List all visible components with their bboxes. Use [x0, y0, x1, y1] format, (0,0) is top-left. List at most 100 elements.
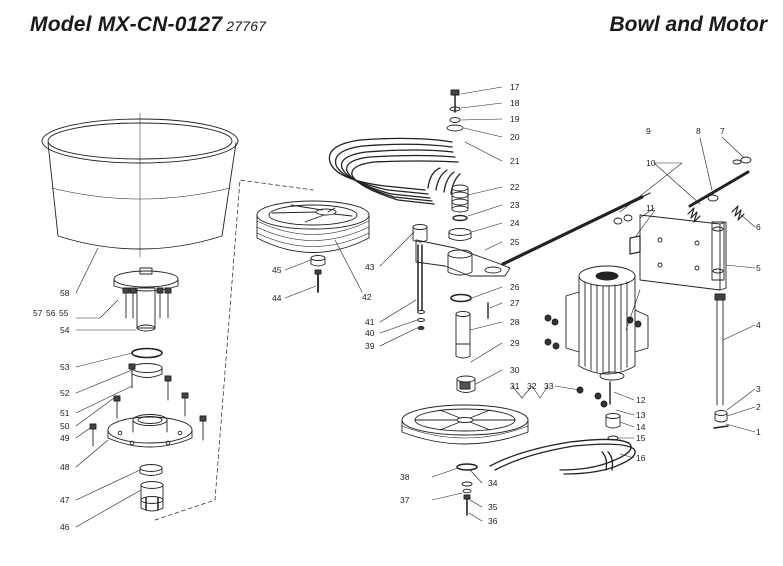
callout-7: 7 — [720, 126, 725, 136]
model-code: 27767 — [226, 18, 267, 34]
alignment-line — [154, 179, 314, 521]
callout-8: 8 — [696, 126, 701, 136]
mount-plate-11 — [629, 214, 727, 291]
callout-56: 56 — [46, 308, 56, 318]
callout-40: 40 — [365, 328, 375, 338]
bracket-5 — [711, 221, 725, 281]
callout-37: 37 — [400, 495, 410, 505]
model-name: Model MX-CN-0127 — [30, 13, 223, 36]
tension-arm-25 — [415, 239, 511, 277]
long-rod-10 — [501, 192, 651, 266]
bolts-upper — [89, 363, 207, 447]
washer-23 — [452, 214, 468, 222]
callout-41: 41 — [365, 317, 375, 327]
callout-1: 1 — [756, 427, 761, 437]
callout-29: 29 — [510, 338, 520, 348]
callout-2: 2 — [756, 402, 761, 412]
bearing-52 — [131, 363, 163, 378]
callout-53: 53 — [60, 362, 70, 372]
small-belt-16 — [489, 438, 636, 475]
callout-47: 47 — [60, 495, 70, 505]
callout-45: 45 — [272, 265, 282, 275]
pivot-post-43 — [412, 224, 428, 311]
callout-49: 49 — [60, 433, 70, 443]
callout-51: 51 — [60, 408, 70, 418]
drive-pulley-30 — [401, 404, 529, 445]
foot-1-3 — [713, 410, 729, 429]
callout-4: 4 — [756, 320, 761, 330]
collar-46 — [140, 481, 164, 512]
spring-22 — [451, 184, 469, 213]
bowl — [41, 112, 239, 258]
seal-ring-53 — [131, 347, 163, 359]
callout-16: 16 — [636, 453, 646, 463]
callout-35: 35 — [488, 502, 498, 512]
callout-24: 24 — [510, 218, 520, 228]
callout-17: 17 — [510, 82, 520, 92]
springs-6-8 — [687, 156, 752, 223]
callout-48: 48 — [60, 462, 70, 472]
callout-54: 54 — [60, 325, 70, 335]
callout-42: 42 — [362, 292, 372, 302]
hub-flange-48 — [107, 414, 193, 448]
callout-10: 10 — [646, 158, 656, 168]
leader-lines — [75, 86, 756, 528]
callout-21: 21 — [510, 156, 520, 166]
callout-38: 38 — [400, 472, 410, 482]
callout-27: 27 — [510, 298, 520, 308]
callout-28: 28 — [510, 317, 520, 327]
callout-50: 50 — [60, 421, 70, 431]
callout-33: 33 — [544, 381, 554, 391]
section-title: Bowl and Motor — [609, 13, 767, 36]
callout-36: 36 — [488, 516, 498, 526]
v-belt-21 — [328, 137, 461, 205]
callout-52: 52 — [60, 388, 70, 398]
top-bolt-stack-17-20 — [446, 89, 464, 132]
callout-34: 34 — [488, 478, 498, 488]
large-pulley-42 — [256, 200, 370, 253]
callout-12: 12 — [636, 395, 646, 405]
callout-5: 5 — [756, 263, 761, 273]
rod-end-nuts — [613, 214, 633, 225]
callout-32: 32 — [527, 381, 537, 391]
key-45-screw-44 — [310, 255, 326, 293]
callout-3: 3 — [756, 384, 761, 394]
collar-29 — [456, 375, 476, 393]
callout-43: 43 — [365, 262, 375, 272]
callout-46: 46 — [60, 522, 70, 532]
pulley-hardware-34-38 — [456, 463, 478, 516]
washer-26 — [450, 293, 472, 303]
motor — [565, 265, 649, 405]
small-parts-39-41 — [417, 310, 425, 330]
callout-58: 58 — [60, 288, 70, 298]
callout-39: 39 — [365, 341, 375, 351]
callout-15: 15 — [636, 433, 646, 443]
callout-22: 22 — [510, 182, 520, 192]
bearing-47 — [139, 464, 163, 476]
callout-9: 9 — [646, 126, 651, 136]
callout-11: 11 — [646, 203, 655, 213]
callout-23: 23 — [510, 200, 520, 210]
callout-18: 18 — [510, 98, 520, 108]
callout-13: 13 — [636, 410, 646, 420]
callout-31: 31 — [510, 381, 520, 391]
motor-pulley-14-15 — [605, 413, 621, 441]
callout-14: 14 — [636, 422, 646, 432]
callout-6: 6 — [756, 222, 761, 232]
bearing-24 — [448, 228, 472, 241]
shaft-28 — [455, 311, 471, 359]
motor-bolts — [544, 314, 642, 408]
callout-26: 26 — [510, 282, 520, 292]
rod-4 — [714, 293, 726, 406]
callout-55: 55 — [59, 308, 69, 318]
callout-25: 25 — [510, 237, 520, 247]
callout-44: 44 — [272, 293, 282, 303]
callout-57: 57 — [33, 308, 43, 318]
callout-30: 30 — [510, 365, 520, 375]
rod-9 — [688, 170, 750, 208]
callout-20: 20 — [510, 132, 520, 142]
callout-19: 19 — [510, 114, 520, 124]
bowl-mount-plate — [113, 267, 179, 332]
